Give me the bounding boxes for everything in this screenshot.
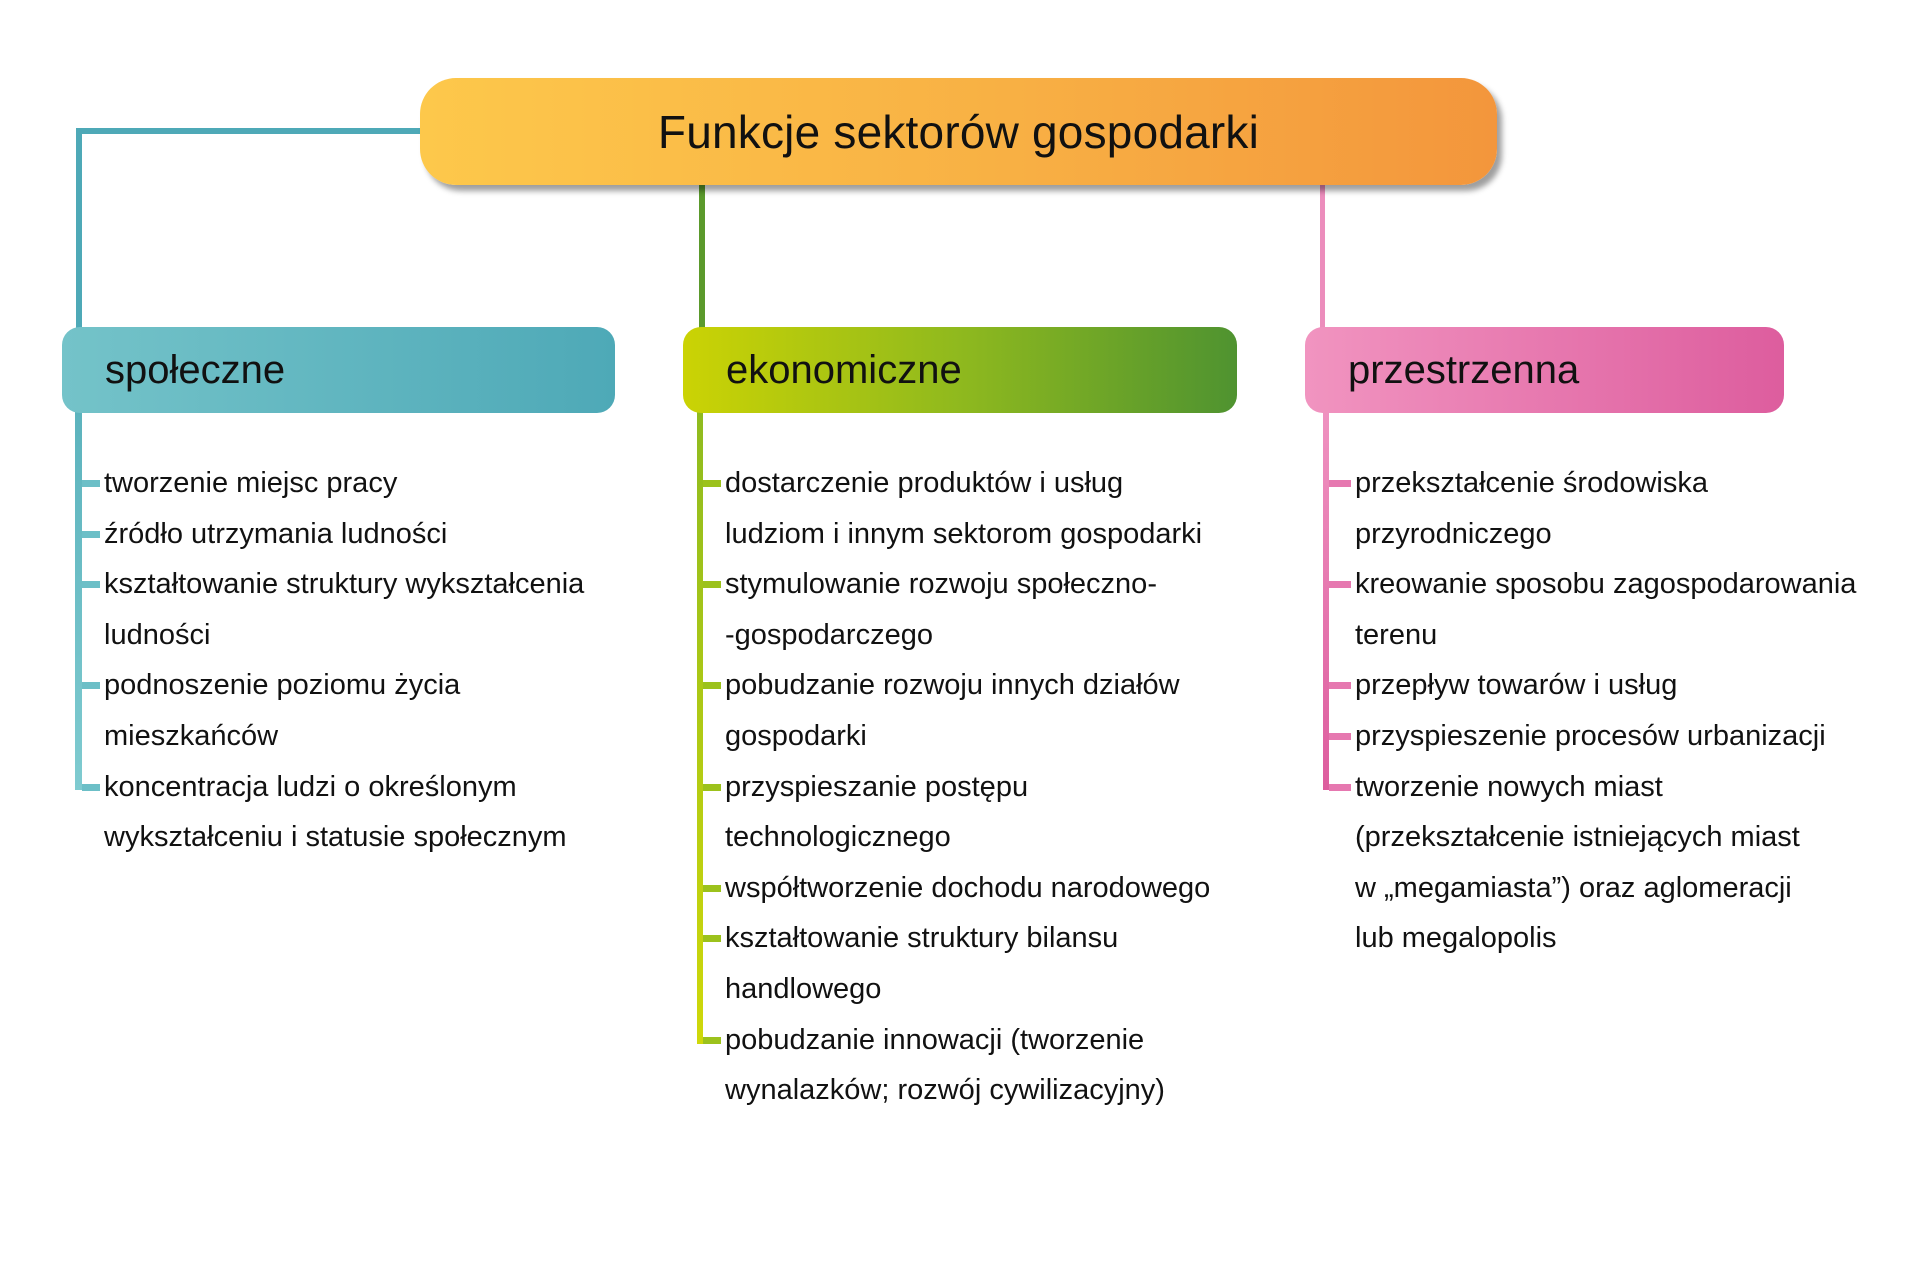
bullet-tick <box>82 682 100 690</box>
list-item: pobudzanie innowacji (tworzenie wynalazkó… <box>703 1015 1210 1116</box>
category-spatial: przestrzenna <box>1305 327 1784 413</box>
item-text-line: w „megamiasta”) oraz aglomeracji <box>1355 871 1792 904</box>
item-text-line: stymulowanie rozwoju społeczno- <box>725 568 1157 601</box>
bullet-tick <box>1329 682 1351 690</box>
item-text-line: kształtowanie struktury wykształcenia <box>104 568 585 601</box>
bullet-tick <box>82 530 100 538</box>
list-item: przepływ towarów i usług <box>1329 660 1856 711</box>
item-text-line: przepływ towarów i usług <box>1355 669 1678 702</box>
item-text-line: pobudzanie innowacji (tworzenie <box>725 1023 1145 1056</box>
item-text-line: przyspieszanie postępu <box>725 770 1029 803</box>
bullet-tick <box>703 480 721 487</box>
item-text-line: źródło utrzymania ludności <box>104 517 448 550</box>
branch-economic <box>697 410 703 1044</box>
root-node: Funkcje sektorów gospodarki <box>420 78 1497 185</box>
list-item: przyspieszenie procesów urbanizacji <box>1329 711 1856 762</box>
diagram-title: Funkcje sektorów gospodarki <box>657 105 1260 158</box>
list-item: źródło utrzymania ludności <box>82 509 584 560</box>
list-item: współtworzenie dochodu narodowego <box>703 863 1211 914</box>
list-item: podnoszenie poziomu życia mieszkańców <box>82 660 584 761</box>
list-spatial: przekształcenie środowiska przyrodniczego… <box>1329 458 1857 964</box>
list-item: tworzenie nowych miast (przekształcenie i… <box>1329 762 1856 964</box>
item-text-line: mieszkańców <box>104 719 279 752</box>
connector-spatial-vertical <box>1320 180 1325 332</box>
item-text-line: wynalazków; rozwój cywilizacyjny) <box>725 1074 1165 1107</box>
item-text-line: przyspieszenie procesów urbanizacji <box>1355 719 1826 752</box>
list-item: kształtowanie struktury bilansu handloweg… <box>703 913 1210 1014</box>
bullet-tick <box>703 682 721 690</box>
list-item: tworzenie miejsc pracy <box>82 458 584 509</box>
category-label: przestrzenna <box>1348 347 1580 392</box>
bullet-tick <box>1329 783 1351 791</box>
bullet-tick <box>703 935 721 943</box>
list-item: koncentracja ludzi o określonym wykształc… <box>82 762 584 863</box>
category-economic: ekonomiczne <box>683 327 1237 413</box>
bullet-tick <box>82 581 100 589</box>
list-item: przyspieszanie postępu technologicznego <box>703 762 1210 863</box>
item-text-line: przyrodniczego <box>1355 517 1552 550</box>
item-text-line: podnoszenie poziomu życia <box>104 669 461 702</box>
item-text-line: współtworzenie dochodu narodowego <box>725 871 1211 904</box>
list-item: stymulowanie rozwoju społeczno- -gospodar… <box>703 559 1210 660</box>
item-text-line: pobudzanie rozwoju innych działów <box>725 669 1180 702</box>
list-item: kreowanie sposobu zagospodarowania terenu <box>1329 559 1857 660</box>
bullet-tick <box>82 480 100 487</box>
category-social: społeczne <box>62 327 615 413</box>
list-item: przekształcenie środowiska przyrodniczego <box>1329 458 1856 559</box>
bullet-tick <box>703 581 721 589</box>
category-label: społeczne <box>105 347 286 392</box>
connector-economic-vertical <box>699 180 705 332</box>
item-text-line: kreowanie sposobu zagospodarowania <box>1355 568 1857 601</box>
connector-social-vertical <box>76 128 82 333</box>
item-text-line: ludności <box>104 618 211 651</box>
item-text-line: handlowego <box>725 972 882 1005</box>
category-label: ekonomiczne <box>726 347 962 392</box>
bullet-tick <box>82 783 100 791</box>
item-text-line: ludziom i innym sektorom gospodarki <box>725 517 1203 550</box>
bullet-tick <box>703 783 721 791</box>
bullet-tick <box>1329 581 1351 589</box>
bullet-tick <box>703 1036 721 1044</box>
list-economic: dostarczenie produktów i usług ludziom i … <box>703 458 1211 1116</box>
list-item: dostarczenie produktów i usług ludziom i … <box>703 458 1210 559</box>
item-text-line: gospodarki <box>725 719 867 752</box>
item-text-line: technologicznego <box>725 821 951 854</box>
item-text-line: przekształcenie środowiska <box>1355 467 1708 499</box>
bullet-tick <box>1329 480 1351 487</box>
item-text-line: (przekształcenie istniejących miast <box>1355 821 1800 854</box>
branch-spatial <box>1323 410 1329 790</box>
item-text-line: lub megalopolis <box>1355 922 1557 955</box>
list-item: kształtowanie struktury wykształcenia lud… <box>82 559 585 660</box>
list-item: pobudzanie rozwoju innych działów gospoda… <box>703 660 1210 761</box>
item-text-line: dostarczenie produktów i usług <box>725 467 1124 499</box>
item-text-line: wykształceniu i statusie społecznym <box>104 821 567 854</box>
connector-social-horizontal <box>76 128 426 134</box>
branch-social <box>75 410 82 790</box>
item-text-line: -gospodarczego <box>725 618 933 651</box>
item-text-line: tworzenie nowych miast <box>1355 770 1663 803</box>
item-text-line: koncentracja ludzi o określonym <box>104 770 517 803</box>
list-social: tworzenie miejsc pracy źródło utrzymania … <box>82 458 585 863</box>
item-text-line: kształtowanie struktury bilansu <box>725 922 1119 955</box>
item-text-line: tworzenie miejsc pracy <box>104 467 398 499</box>
item-text-line: terenu <box>1355 618 1438 651</box>
bullet-tick <box>1329 732 1351 740</box>
bullet-tick <box>703 884 721 892</box>
